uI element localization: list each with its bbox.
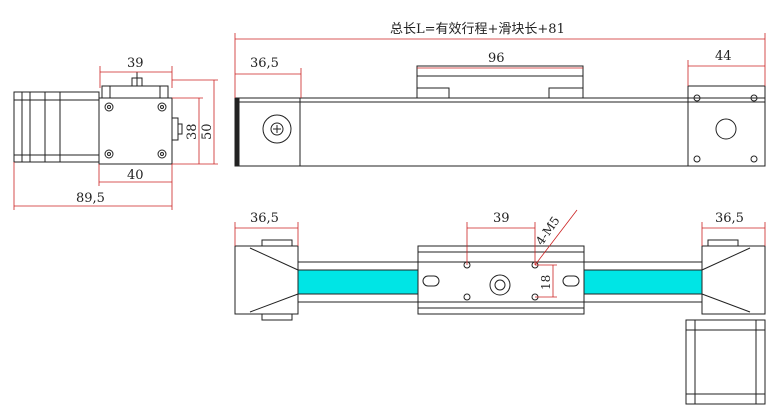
actuator-top-view <box>234 239 766 405</box>
dim-end-cap-right-bottom: 36,5 <box>715 211 744 226</box>
screw-icon <box>104 149 114 159</box>
actuator-front-view <box>234 65 766 167</box>
dim-end-cap-left-bottom: 36,5 <box>250 211 279 226</box>
dim-motor-height-a: 38 <box>185 123 200 140</box>
end-cap-right <box>701 245 766 315</box>
dim-motor-width: 39 <box>127 56 144 71</box>
end-cap-hole <box>262 114 292 144</box>
motor-flange <box>687 85 766 167</box>
motor-side-view <box>13 72 183 165</box>
screw-icon <box>157 149 167 159</box>
slider-block <box>416 65 584 99</box>
dim-motor-bottom: 40 <box>127 168 144 183</box>
belt-left <box>297 269 419 295</box>
end-cap-left <box>234 245 299 315</box>
screw-icon <box>104 102 114 112</box>
dim-end-cap-top: 36,5 <box>250 56 279 71</box>
dim-hole-spacing-x: 39 <box>493 211 510 226</box>
dim-slider-width: 96 <box>488 51 505 66</box>
belt-right <box>583 269 703 295</box>
slider-top <box>417 245 585 315</box>
dim-total-length: 总长L=有效行程+滑块长+81 <box>390 22 565 37</box>
rail-body <box>234 97 766 167</box>
top-view-dimensions <box>234 209 766 298</box>
front-view-dimensions <box>234 33 766 98</box>
clamp-block <box>101 85 169 99</box>
dim-hole-spacing-y: 18 <box>539 275 553 290</box>
motor-bottom <box>685 319 766 405</box>
screw-icon <box>157 102 167 112</box>
motor-side-dimensions <box>13 66 218 210</box>
dim-motor-height-b: 50 <box>200 123 215 140</box>
dim-motor-flange: 44 <box>715 49 732 64</box>
dim-motor-total-length: 89,5 <box>76 191 105 206</box>
motor-body <box>13 91 100 163</box>
dim-hole-spec: 4-M5 <box>533 214 563 248</box>
